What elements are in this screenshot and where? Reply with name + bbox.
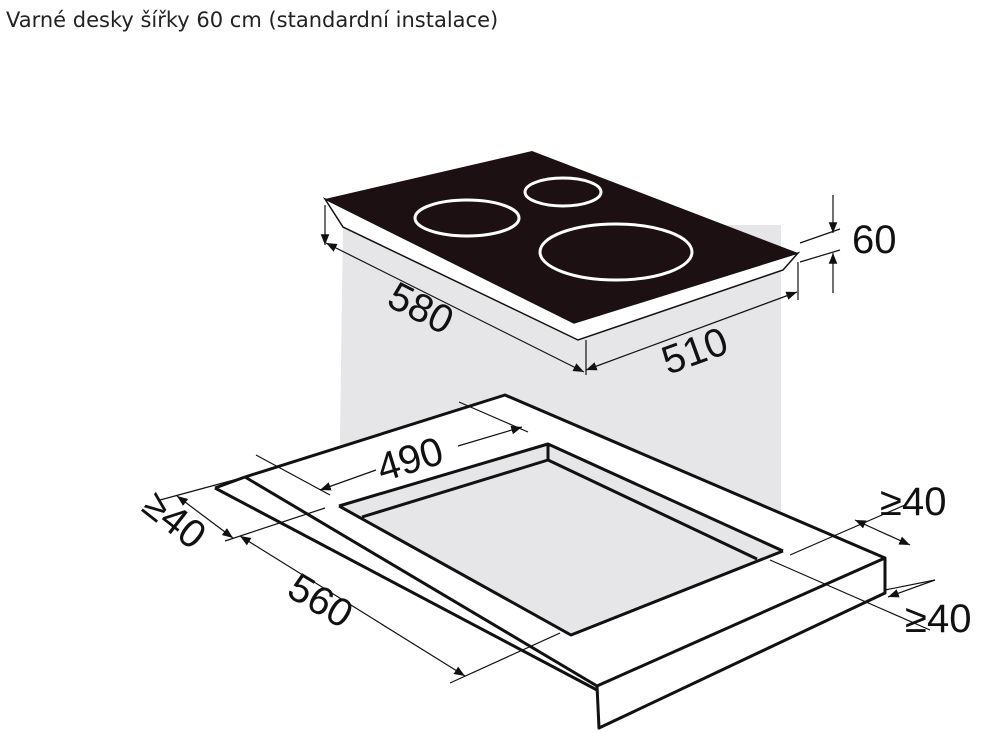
label-cutout-depth: 560 xyxy=(280,565,360,637)
cooking-zone-medium xyxy=(413,198,521,238)
cooking-zone-small xyxy=(523,176,603,208)
diagram-title: Varné desky šířky 60 cm (standardní inst… xyxy=(6,8,499,32)
label-hob-height: 60 xyxy=(852,218,897,262)
cutout xyxy=(338,442,784,637)
label-front-clearance: ≥40 xyxy=(134,482,213,558)
label-side-clearance-top: ≥40 xyxy=(880,480,946,524)
label-side-clearance-bottom: ≥40 xyxy=(905,597,971,641)
dimension-lines xyxy=(159,195,936,684)
